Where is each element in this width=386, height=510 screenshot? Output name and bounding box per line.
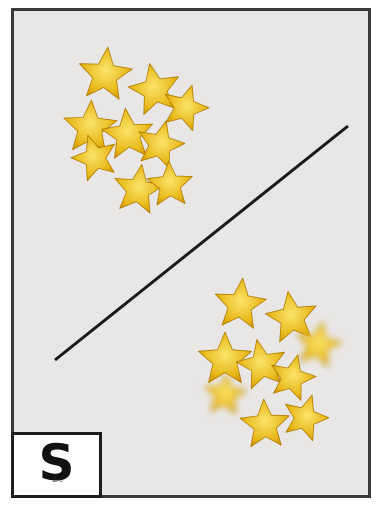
star-icon: [215, 278, 266, 328]
star-icon: [115, 164, 164, 213]
label-box: S ℬ₀: [11, 432, 102, 498]
star-icon: [236, 340, 284, 389]
star-icon: [240, 399, 289, 447]
upper-star-cluster: [64, 47, 209, 213]
star-icon: [128, 64, 178, 115]
star-icon: [147, 161, 193, 205]
star-icon: [79, 47, 132, 99]
label-mark: ℬ₀: [52, 475, 63, 485]
lower-star-cluster: [198, 278, 341, 447]
star-icon: [165, 85, 209, 131]
star-icon: [285, 395, 329, 441]
star-icon: [198, 332, 251, 383]
